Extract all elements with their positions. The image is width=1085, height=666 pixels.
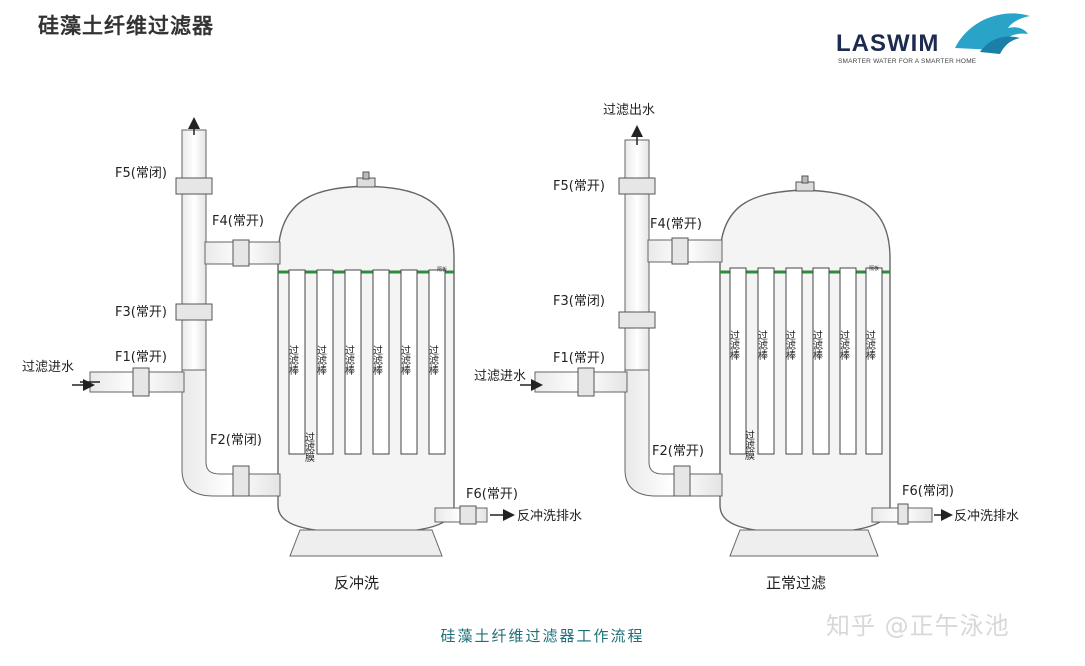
logo-text: LASWIM [836, 30, 940, 57]
left-f1-label: F1(常开) [115, 350, 167, 365]
left-f2-label: F2(常闭) [210, 433, 262, 448]
right-drain-label: 反冲洗排水 [954, 509, 1019, 524]
left-filter-rod-label: 过滤棒 [287, 344, 299, 376]
svg-text:过滤棒: 过滤棒 [784, 329, 796, 361]
watermark: 知乎 @正午泳池 [826, 612, 1010, 640]
right-filter-rod-label: 过滤棒 [728, 329, 740, 361]
right-f3-label: F3(常闭) [553, 294, 605, 309]
left-drain-label: 反冲洗排水 [517, 509, 582, 524]
left-inlet-label: 过滤进水 [22, 360, 74, 375]
svg-text:过滤棒: 过滤棒 [343, 344, 355, 376]
svg-text:过滤棒: 过滤棒 [399, 344, 411, 376]
page-title: 硅藻土纤维过滤器 [38, 14, 214, 38]
logo-tagline: SMARTER WATER FOR A SMARTER HOME [838, 58, 977, 65]
right-f5-label: F5(常开) [553, 179, 605, 194]
right-f2-label: F2(常开) [652, 444, 704, 459]
left-f4-label: F4(常开) [212, 214, 264, 229]
right-plate-label: 隔板 [869, 265, 879, 272]
right-caption: 正常过滤 [766, 574, 826, 592]
left-plate-label: 隔板 [437, 266, 447, 273]
right-outlet-label: 过滤出水 [603, 103, 655, 118]
left-f3-label: F3(常开) [115, 305, 167, 320]
svg-text:过滤棒: 过滤棒 [864, 329, 876, 361]
right-f4-label: F4(常开) [650, 217, 702, 232]
svg-text:过滤棒: 过滤棒 [756, 329, 768, 361]
left-filter-membrane-label: 过滤膜 [303, 431, 315, 463]
left-diagram: 过滤棒 过滤棒 过滤棒 过滤棒 过滤棒 过滤棒 过滤膜 隔板 F5(常闭) F4… [22, 117, 582, 592]
left-filter-rods [288, 269, 446, 455]
right-diagram: 过滤棒 过滤棒 过滤棒 过滤棒 过滤棒 过滤棒 过滤膜 隔板 过滤出水 F5(常… [474, 103, 1019, 592]
left-caption: 反冲洗 [334, 574, 379, 592]
svg-text:过滤棒: 过滤棒 [315, 344, 327, 376]
logo-wave-icon [955, 13, 1030, 54]
right-f1-label: F1(常开) [553, 351, 605, 366]
right-inlet-label: 过滤进水 [474, 369, 526, 384]
svg-text:过滤棒: 过滤棒 [427, 344, 439, 376]
right-f6-label: F6(常闭) [902, 484, 954, 499]
svg-text:过滤棒: 过滤棒 [371, 344, 383, 376]
left-f5-label: F5(常闭) [115, 166, 167, 181]
svg-text:过滤棒: 过滤棒 [838, 329, 850, 361]
right-filter-membrane-label: 过滤膜 [743, 429, 755, 461]
footer-caption: 硅藻土纤维过滤器工作流程 [440, 627, 645, 645]
svg-text:过滤棒: 过滤棒 [811, 329, 823, 361]
right-filter-rods [729, 267, 883, 455]
left-f6-label: F6(常开) [466, 487, 518, 502]
